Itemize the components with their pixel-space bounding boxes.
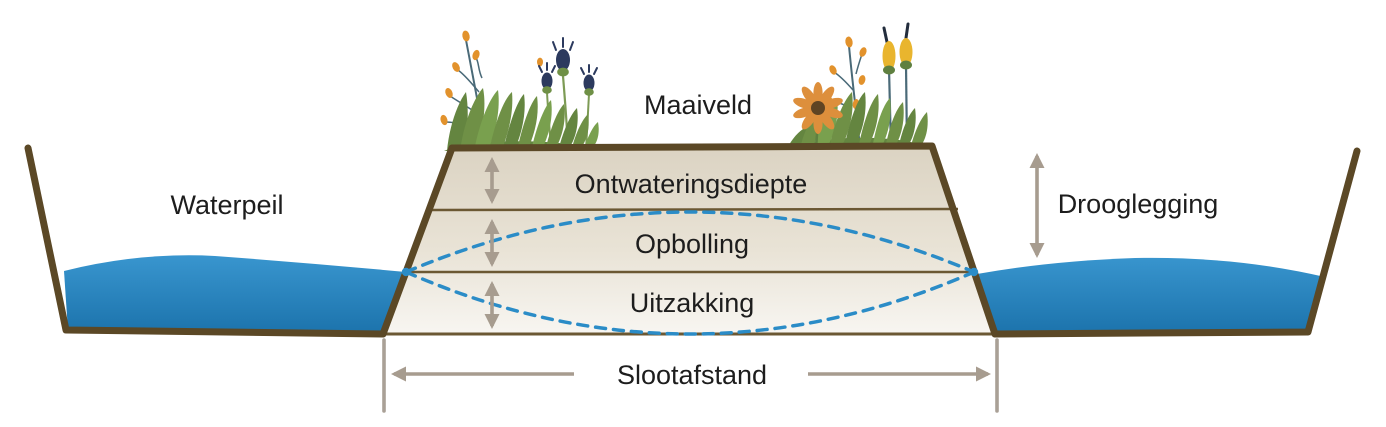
label-ontwateringsdiepte: Ontwateringsdiepte <box>575 169 808 199</box>
label-slootafstand: Slootafstand <box>617 360 767 390</box>
label-uitzakking: Uitzakking <box>630 288 755 318</box>
land-outline <box>379 142 999 338</box>
label-drooglegging: Drooglegging <box>1058 189 1219 219</box>
berries-right <box>825 36 867 109</box>
water-left-ditch <box>64 255 406 334</box>
groundwater-table-curves <box>404 210 976 336</box>
dimension-arrows <box>390 152 1045 382</box>
ditch-right-outline <box>991 147 1361 338</box>
plants-right <box>785 22 933 150</box>
slootafstand-marker-lines <box>382 338 999 413</box>
groundwater-node-left <box>401 267 411 277</box>
label-maaiveld: Maaiveld <box>644 90 752 120</box>
groundwater-lower-curve <box>404 270 976 336</box>
label-waterpeil: Waterpeil <box>170 190 283 220</box>
label-opbolling: Opbolling <box>635 229 749 259</box>
groundwater-upper-curve <box>404 210 976 274</box>
land-parcel <box>383 146 995 334</box>
groundwater-node-right <box>969 267 979 277</box>
berries-left <box>440 30 543 126</box>
ditch-left-outline <box>24 144 387 338</box>
layer-line-ontwatering <box>429 207 959 212</box>
grass-left <box>444 88 602 151</box>
water-right-ditch <box>977 257 1325 334</box>
plants-left <box>440 30 602 151</box>
